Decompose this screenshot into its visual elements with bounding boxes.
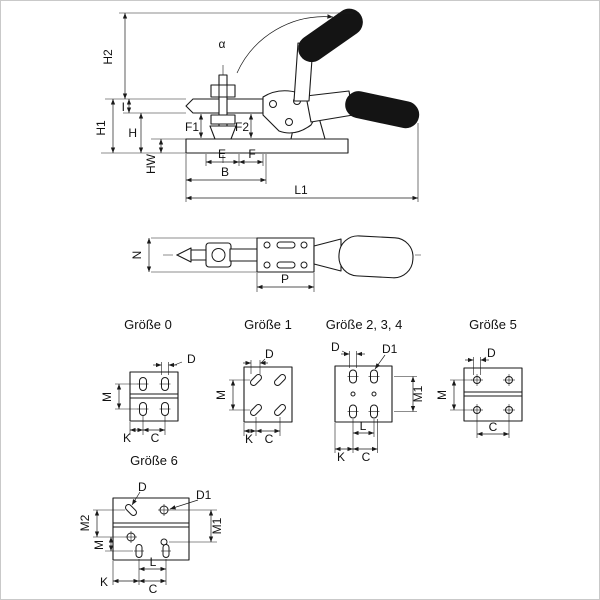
size-1-title: Größe 1 xyxy=(244,317,292,332)
size-6-dim-d: D xyxy=(138,480,147,494)
size-1-dim-d: D xyxy=(265,347,274,361)
size-234-title: Größe 2, 3, 4 xyxy=(326,317,403,332)
spindle-nut-bottom xyxy=(210,114,236,125)
top-view: N P xyxy=(130,235,421,292)
size-0-title: Größe 0 xyxy=(124,317,172,332)
size-0-dim-k: K xyxy=(123,431,131,445)
size-0-dim-d: D xyxy=(187,352,196,366)
size-1-dim-k: K xyxy=(245,432,253,446)
spindle-tip xyxy=(176,247,192,263)
arm-topview xyxy=(229,248,259,262)
dim-l1: L1 xyxy=(294,183,308,197)
spindle-foot xyxy=(209,125,237,140)
side-view: α H2 I H1 H HW F1 F2 E F B xyxy=(94,8,420,202)
size-6-view: Größe 6 D D1 M2 M M1 L K xyxy=(78,453,224,596)
size-6-title: Größe 6 xyxy=(130,453,178,468)
size-6-dim-m2: M2 xyxy=(78,514,92,531)
grip-closed xyxy=(345,91,420,129)
alpha-arc xyxy=(236,14,334,74)
lever-topview xyxy=(313,238,342,272)
grip-topview xyxy=(338,235,414,279)
dim-hw: HW xyxy=(144,153,158,174)
size-5-plate xyxy=(463,367,523,422)
size-6-dim-k: K xyxy=(100,575,108,589)
base-bar xyxy=(185,138,349,154)
size-1-dim-m: M xyxy=(214,390,228,400)
size-1-dim-c: C xyxy=(265,432,274,446)
dim-h: H xyxy=(128,126,137,140)
size-0-view: Größe 0 D M K C xyxy=(100,317,196,445)
size-0-dim-m: M xyxy=(100,392,114,402)
size-234-plate xyxy=(334,365,393,423)
dim-i: I xyxy=(122,100,125,114)
size-234-dim-l: L xyxy=(360,419,367,433)
size-6-dim-m: M xyxy=(92,540,106,550)
size-5-view: Größe 5 D M C xyxy=(435,317,523,438)
dim-n: N xyxy=(130,251,144,260)
dim-alpha: α xyxy=(219,37,226,51)
dim-f: F xyxy=(248,147,255,161)
dim-e: E xyxy=(218,147,226,161)
size-0-dim-c: C xyxy=(151,431,160,445)
size-234-dim-d1: D1 xyxy=(382,342,398,356)
grip-open xyxy=(298,8,363,63)
dim-b: B xyxy=(221,165,229,179)
dim-f1: F1 xyxy=(185,120,199,134)
size-6-dim-d1: D1 xyxy=(196,488,212,502)
size-6-dim-l: L xyxy=(150,555,157,569)
size-234-dim-m1: M1 xyxy=(411,385,425,402)
size-234-dim-d: D xyxy=(331,340,340,354)
size-5-dim-d: D xyxy=(487,346,496,360)
size-6-dim-m1: M1 xyxy=(210,517,224,534)
size-0-plate xyxy=(129,371,179,422)
size-234-dim-c: C xyxy=(362,450,371,464)
dim-h1: H1 xyxy=(94,120,108,136)
size-234-dim-k: K xyxy=(337,450,345,464)
dim-f2: F2 xyxy=(235,120,249,134)
size-5-title: Größe 5 xyxy=(469,317,517,332)
size-5-dim-c: C xyxy=(489,420,498,434)
dim-h2: H2 xyxy=(101,49,115,65)
size-234-view: Größe 2, 3, 4 D D1 M1 L K C xyxy=(326,317,425,464)
size-6-dim-c: C xyxy=(149,582,158,596)
dim-p: P xyxy=(281,272,289,286)
size-1-view: Größe 1 D M K C xyxy=(214,317,293,446)
size-5-dim-m: M xyxy=(435,390,449,400)
spindle-nut-top xyxy=(210,84,236,98)
